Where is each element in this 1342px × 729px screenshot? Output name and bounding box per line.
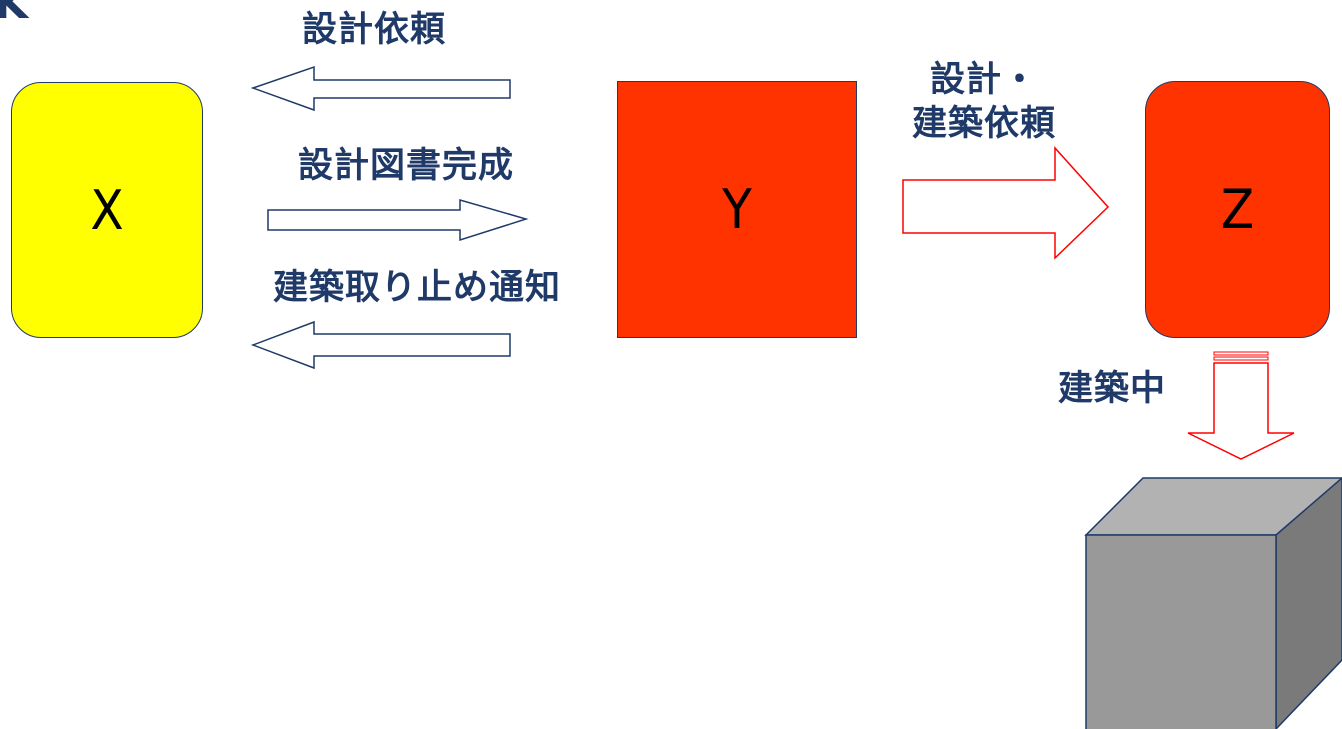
- entity-z: Z: [1145, 81, 1330, 338]
- entity-y-label: Y: [722, 178, 752, 241]
- entity-y: Y: [617, 81, 857, 338]
- label-design-request: 設計依頼: [302, 10, 447, 50]
- building-cube-icon: [1084, 477, 1342, 729]
- arrow-drawings-complete: [267, 199, 529, 242]
- entity-z-label: Z: [1220, 178, 1255, 241]
- arrow-under-construction: [1187, 351, 1295, 460]
- label-cancel-notice: 建築取り止め通知: [273, 268, 562, 308]
- entity-x-label: X: [90, 178, 124, 242]
- label-design-build-request: 設計・ 建築依頼: [912, 58, 1056, 146]
- label-under-construction: 建築中: [1058, 369, 1167, 409]
- label-design-build-line2: 建築依頼: [912, 104, 1057, 144]
- arrow-design-build-request: [902, 146, 1110, 260]
- corner-mark: K: [0, 0, 29, 29]
- entity-x: X: [11, 82, 203, 338]
- arrow-cancel-notice: [250, 320, 511, 370]
- arrow-design-request: [250, 65, 511, 112]
- label-drawings-complete: 設計図書完成: [298, 146, 515, 186]
- label-design-build-line1: 設計・: [930, 60, 1039, 100]
